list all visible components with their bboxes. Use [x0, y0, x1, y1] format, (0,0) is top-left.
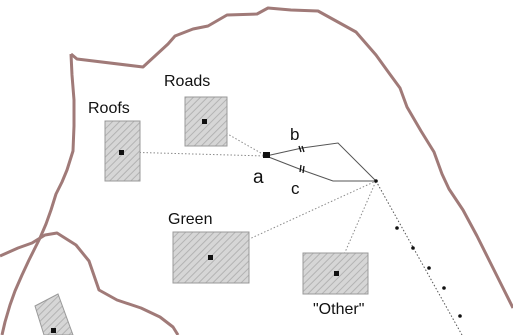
green-label: Green	[168, 211, 212, 228]
link-c	[265, 155, 376, 182]
channel-node	[411, 246, 415, 250]
link-b	[265, 142, 377, 182]
channel-node	[395, 226, 399, 230]
partial-node	[51, 328, 56, 333]
c-tick-marks	[299, 164, 305, 174]
c-label: c	[291, 179, 300, 198]
roofs-node	[119, 150, 124, 155]
a-label: a	[253, 167, 264, 188]
roofs-link	[121, 151, 267, 157]
inner-catchment-boundary	[0, 231, 180, 335]
junction-a-node	[263, 152, 270, 158]
green-node	[208, 255, 213, 260]
junction-outlet-node	[374, 179, 378, 183]
outer-catchment-boundary	[70, 6, 513, 309]
other-link	[335, 180, 377, 274]
channel-node	[458, 314, 462, 318]
partial-area	[34, 293, 74, 335]
b-tick-marks	[298, 145, 305, 153]
green-link	[209, 180, 377, 258]
roofs-label: Roofs	[88, 100, 130, 117]
roads-node	[202, 119, 207, 124]
other-label: "Other"	[313, 301, 364, 318]
channel-node	[427, 266, 431, 270]
roads-label: Roads	[164, 73, 210, 90]
outlet-channel	[375, 180, 463, 335]
b-label: b	[290, 125, 299, 144]
outer-catchment-boundary-left	[0, 53, 76, 335]
other-node	[334, 271, 339, 276]
channel-node	[442, 286, 446, 290]
